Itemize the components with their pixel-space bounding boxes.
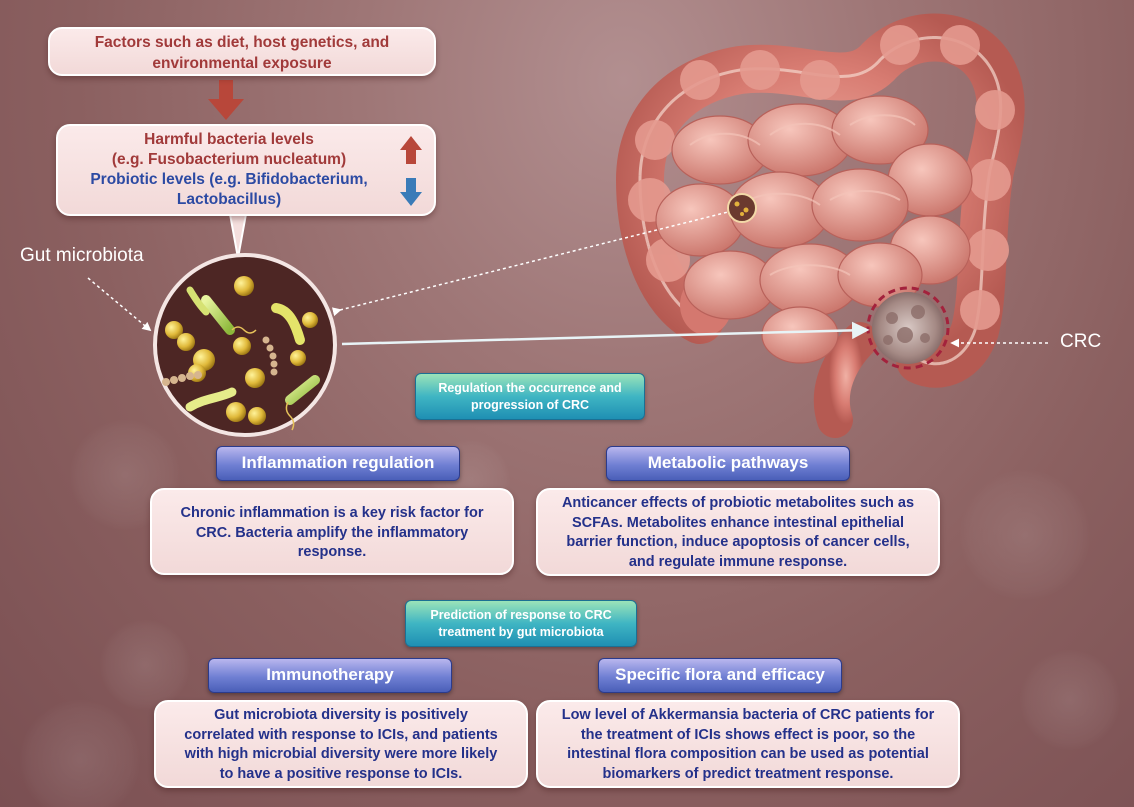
prediction-header-line2: treatment by gut microbiota: [430, 624, 611, 641]
immunotherapy-text-line2: correlated with response to ICIs, and pa…: [156, 726, 526, 746]
specific-flora-text-line1: Low level of Akkermansia bacteria of CRC…: [538, 706, 958, 726]
inflammation-box: Chronic inflammation is a key risk facto…: [150, 488, 514, 575]
inflammation-text-line3: response.: [152, 543, 512, 563]
metabolic-title: Metabolic pathways: [606, 446, 850, 481]
regulation-header-line1: Regulation the occurrence and: [438, 380, 621, 397]
prediction-header-line1: Prediction of response to CRC: [430, 607, 611, 624]
metabolic-box: Anticancer effects of probiotic metaboli…: [536, 488, 940, 576]
metabolic-text-line3: barrier function, induce apoptosis of ca…: [538, 533, 938, 553]
immunotherapy-text-line1: Gut microbiota diversity is positively: [156, 706, 526, 726]
level-arrows: [396, 126, 426, 218]
metabolic-text-line1: Anticancer effects of probiotic metaboli…: [538, 494, 938, 514]
factors-text-line2: environmental exposure: [50, 53, 434, 74]
immunotherapy-title: Immunotherapy: [208, 658, 452, 693]
specific-flora-box: Low level of Akkermansia bacteria of CRC…: [536, 700, 960, 788]
harmful-bacteria-example: (e.g. Fusobacterium nucleatum): [24, 150, 434, 170]
regulation-header: Regulation the occurrence and progressio…: [415, 373, 645, 420]
probiotic-label: Probiotic levels (e.g. Bifidobacterium,: [24, 170, 434, 190]
bacteria-cluster-icon: [155, 255, 335, 435]
factors-text-line1: Factors such as diet, host genetics, and: [50, 32, 434, 53]
specific-flora-text-line2: the treatment of ICIs shows effect is po…: [538, 726, 958, 746]
specific-flora-text-line4: biomarkers of predict treatment response…: [538, 765, 958, 785]
down-arrow-blue-icon: [400, 178, 422, 206]
inflammation-text-line1: Chronic inflammation is a key risk facto…: [152, 504, 512, 524]
gut-microbiota-label: Gut microbiota: [20, 245, 144, 267]
immunotherapy-text-line3: with high microbial diversity were more …: [156, 745, 526, 765]
down-arrow-icon: [208, 80, 244, 120]
inflammation-title: Inflammation regulation: [216, 446, 460, 481]
metabolic-text-line4: and regulate immune response.: [538, 553, 938, 573]
specific-flora-title: Specific flora and efficacy: [598, 658, 842, 693]
regulation-header-line2: progression of CRC: [438, 397, 621, 414]
prediction-header: Prediction of response to CRC treatment …: [405, 600, 637, 647]
immunotherapy-box: Gut microbiota diversity is positively c…: [154, 700, 528, 788]
metabolic-text-line2: SCFAs. Metabolites enhance intestinal ep…: [538, 514, 938, 534]
bacteria-levels-box: Harmful bacteria levels (e.g. Fusobacter…: [56, 124, 436, 216]
specific-flora-text-line3: intestinal flora composition can be used…: [538, 745, 958, 765]
up-arrow-icon: [400, 136, 422, 164]
crc-label: CRC: [1060, 331, 1101, 353]
harmful-bacteria-label: Harmful bacteria levels: [24, 130, 434, 150]
immunotherapy-text-line4: to have a positive response to ICIs.: [156, 765, 526, 785]
inflammation-text-line2: CRC. Bacteria amplify the inflammatory: [152, 524, 512, 544]
factors-box: Factors such as diet, host genetics, and…: [48, 27, 436, 76]
probiotic-example: Lactobacillus): [24, 190, 434, 210]
